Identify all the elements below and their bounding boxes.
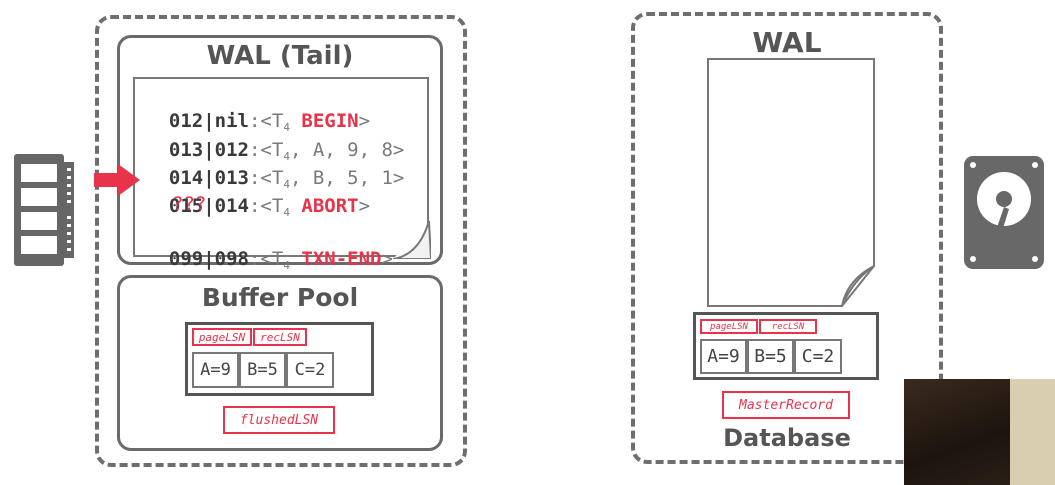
hard-drive-icon	[964, 156, 1044, 269]
buffer-pool-title: Buffer Pool	[201, 283, 359, 312]
disk-region	[631, 12, 943, 464]
wal-tail-log-page	[133, 77, 429, 257]
disk-page-lsn-tag: pageLSN	[700, 319, 758, 334]
ram-chip-icon	[14, 154, 74, 266]
disk-value-cell-b: B=5	[747, 339, 794, 374]
elided-records: ???	[172, 193, 207, 215]
disk-value-cell-a: A=9	[700, 339, 747, 374]
log-record: 014|013:<T4, B, 5, 1>	[168, 167, 405, 191]
database-title: Database	[723, 424, 851, 452]
disk-value-cell-c: C=2	[794, 339, 842, 374]
log-record: 013|012:<T4, A, 9, 8>	[168, 139, 405, 163]
value-cell-b: B=5	[239, 352, 286, 388]
memory-region	[95, 15, 467, 467]
webcam-wall-panel	[1010, 379, 1055, 485]
page-fold-icon	[393, 219, 431, 259]
arrow-right-icon	[94, 164, 140, 196]
disk-wal-page	[707, 58, 875, 307]
buffer-pool-page	[185, 322, 374, 396]
master-record-tag: MasterRecord	[722, 391, 850, 419]
disk-page	[693, 312, 879, 380]
wal-tail-title: WAL (Tail)	[206, 41, 354, 71]
value-cell-c: C=2	[286, 352, 334, 388]
log-record-current: 015|014:<T4 ABORT>	[168, 195, 371, 219]
disk-rec-lsn-tag: recLSN	[759, 319, 817, 334]
log-record: 012|nil:<T4 BEGIN>	[168, 110, 371, 134]
page-lsn-tag: pageLSN	[192, 328, 252, 346]
rec-lsn-tag: recLSN	[253, 328, 307, 346]
log-record: 099|098:<T4 TXN-END>	[168, 248, 393, 272]
wal-tail-box	[117, 35, 443, 265]
disk-wal-title: WAL	[752, 26, 822, 59]
flushed-lsn-tag: flushedLSN	[223, 406, 335, 434]
buffer-pool-box	[117, 275, 443, 451]
value-cell-a: A=9	[192, 352, 239, 388]
